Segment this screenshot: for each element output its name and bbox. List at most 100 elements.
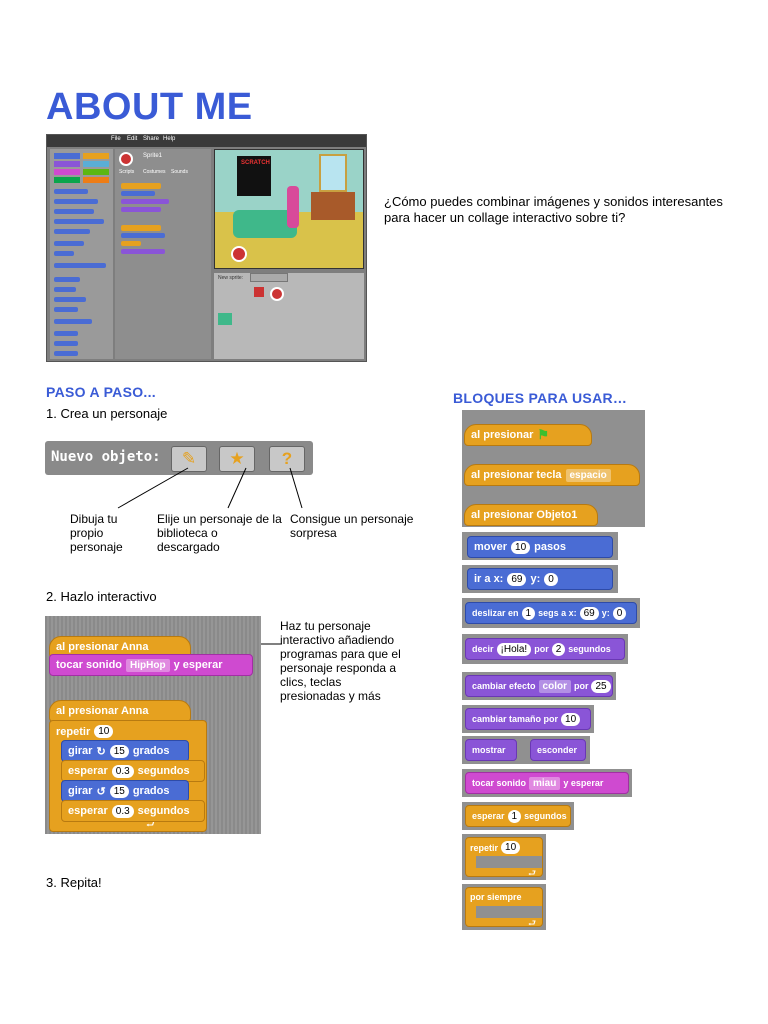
callout-paint: Dibuja tu propio personaje: [70, 512, 123, 554]
mini-block: [54, 219, 104, 224]
stage-poster: [237, 156, 271, 196]
forever-palette-block[interactable]: por siempre ⮐: [465, 887, 543, 928]
effect-dropdown[interactable]: color: [538, 679, 571, 693]
mini-block: [54, 277, 80, 282]
mini-block: [121, 199, 169, 204]
cat-sensing: [83, 161, 109, 167]
wait-value-input[interactable]: 1: [507, 809, 522, 823]
move-steps-input[interactable]: 10: [511, 540, 531, 554]
cat-looks: [54, 161, 80, 167]
glide-y-input[interactable]: 0: [612, 606, 627, 620]
new-sprite-label: Nuevo objeto:: [51, 449, 161, 465]
change-effect-block[interactable]: cambiar efecto color por 25: [465, 675, 613, 697]
surprise-sprite-button[interactable]: ?: [269, 446, 305, 472]
steps-label: pasos: [534, 541, 566, 553]
glide-block[interactable]: deslizar en 1 segs a x: 69 y: 0: [465, 602, 637, 624]
script2-hat-block[interactable]: al presionar Anna: [49, 700, 191, 722]
say-text-input[interactable]: ¡Hola!: [496, 642, 532, 656]
change-size-label: cambiar tamaño por: [472, 714, 559, 724]
play-sound-wait-block[interactable]: tocar sonido miau y esperar: [465, 772, 629, 794]
intro-question: ¿Cómo puedes combinar imágenes y sonidos…: [384, 194, 723, 225]
size-value-input[interactable]: 10: [561, 712, 581, 726]
ide-stage: SCRATCH: [214, 149, 364, 269]
repeat-palette-block[interactable]: repetir 10 ⮐: [465, 837, 543, 878]
when-sprite-label: al presionar Objeto1: [471, 509, 578, 521]
script1-play-sound-block[interactable]: tocar sonido HipHop y esperar: [49, 654, 253, 676]
repeat-count-input[interactable]: 10: [94, 725, 114, 738]
effect-por-label: por: [573, 681, 589, 691]
degrees-label: grados: [132, 785, 170, 797]
turn-degrees-input[interactable]: 15: [109, 784, 129, 798]
show-block[interactable]: mostrar: [465, 739, 517, 761]
change-size-block[interactable]: cambiar tamaño por 10: [465, 708, 591, 730]
say-seconds-input[interactable]: 2: [551, 642, 566, 656]
cat-sound: [54, 169, 80, 175]
mini-block: [54, 199, 98, 204]
new-sprite-bar: Nuevo objeto: ✎ ★ ?: [45, 441, 313, 475]
mini-block: [54, 241, 84, 246]
question-star-icon: ?: [281, 449, 293, 468]
step-1: 1. Crea un personaje: [46, 406, 168, 421]
paint-sprite-button[interactable]: ✎: [171, 446, 207, 472]
ide-menu-file: File: [111, 136, 121, 142]
ide-menu-share: Share: [143, 136, 160, 142]
ide-menu-help: Help: [163, 136, 176, 142]
sound-name-dropdown[interactable]: miau: [529, 776, 561, 790]
turn-left-icon: ↺: [96, 785, 106, 798]
step-2: 2. Hazlo interactivo: [46, 589, 157, 604]
wait-block-1[interactable]: esperar 0.3 segundos: [61, 760, 205, 782]
sound-dropdown[interactable]: HipHop: [126, 658, 170, 672]
when-flag-block[interactable]: al presionar ⚑: [464, 424, 592, 446]
turn-left-block[interactable]: girar ↺ 15 grados: [61, 780, 189, 802]
turn-degrees-input[interactable]: 15: [109, 744, 129, 758]
ide-menu-bar: File Edit Share Help: [47, 135, 366, 147]
repeat-value-input[interactable]: 10: [501, 841, 521, 854]
stage-ball-sprite: [231, 246, 247, 262]
key-dropdown[interactable]: espacio: [565, 468, 611, 482]
paintbrush-star-icon: ✎: [181, 449, 197, 468]
goto-xy-block[interactable]: ir a x: 69 y: 0: [467, 568, 613, 590]
play-sound-label: tocar sonido: [472, 778, 527, 788]
turn-label: girar: [68, 745, 93, 757]
when-flag-label: al presionar: [471, 429, 534, 441]
change-effect-label: cambiar efecto: [472, 681, 536, 691]
seconds-label: segundos: [137, 805, 190, 817]
seconds-label: segundos: [137, 765, 190, 777]
glide-label: deslizar en: [472, 608, 519, 618]
when-sprite-clicked-block[interactable]: al presionar Objeto1: [464, 504, 598, 526]
repeat-label: repetir: [470, 842, 499, 853]
glide-seconds-input[interactable]: 1: [521, 606, 536, 620]
goto-y-input[interactable]: 0: [544, 572, 558, 586]
turn-right-block[interactable]: girar ↻ 15 grados: [61, 740, 189, 762]
goto-x-input[interactable]: 69: [507, 572, 527, 586]
repeat-palette-header: repetir 10: [470, 841, 521, 854]
ide-tab-scripts: Scripts: [119, 169, 135, 175]
callout-line-library: [227, 467, 247, 509]
callout-line-paint: [117, 467, 189, 509]
hide-block[interactable]: esconder: [530, 739, 586, 761]
wait-seconds-input[interactable]: 0.3: [111, 764, 134, 778]
wait-seconds-input[interactable]: 0.3: [111, 804, 134, 818]
ide-new-sprite-buttons: [250, 273, 288, 282]
cat-variables: [83, 177, 109, 183]
repeat-header: repetir 10: [56, 725, 114, 738]
ide-script-area: Sprite1 Scripts Costumes Sounds: [115, 149, 211, 359]
wait-block-2[interactable]: esperar 0.3 segundos: [61, 800, 205, 822]
scratch-ide-screenshot: File Edit Share Help Sprite1 Scripts Co: [46, 134, 367, 362]
say-block[interactable]: decir ¡Hola! por 2 segundos: [465, 638, 625, 660]
mini-block: [54, 307, 78, 312]
glide-x-input[interactable]: 69: [579, 606, 599, 620]
cat-motion: [54, 153, 80, 159]
mini-block: [54, 319, 92, 324]
folder-star-icon: ★: [229, 449, 245, 468]
glide-to-x-label: segs a x:: [538, 608, 577, 618]
effect-value-input[interactable]: 25: [591, 679, 611, 693]
when-key-block[interactable]: al presionar tecla espacio: [464, 464, 640, 486]
move-block[interactable]: mover 10 pasos: [467, 536, 613, 558]
stage-mirror: [319, 154, 347, 192]
hide-label: esconder: [537, 745, 578, 755]
mini-block: [54, 189, 88, 194]
wait-block[interactable]: esperar 1 segundos: [465, 805, 571, 827]
choose-sprite-button[interactable]: ★: [219, 446, 255, 472]
sprite-thumb-ball: [270, 287, 284, 301]
